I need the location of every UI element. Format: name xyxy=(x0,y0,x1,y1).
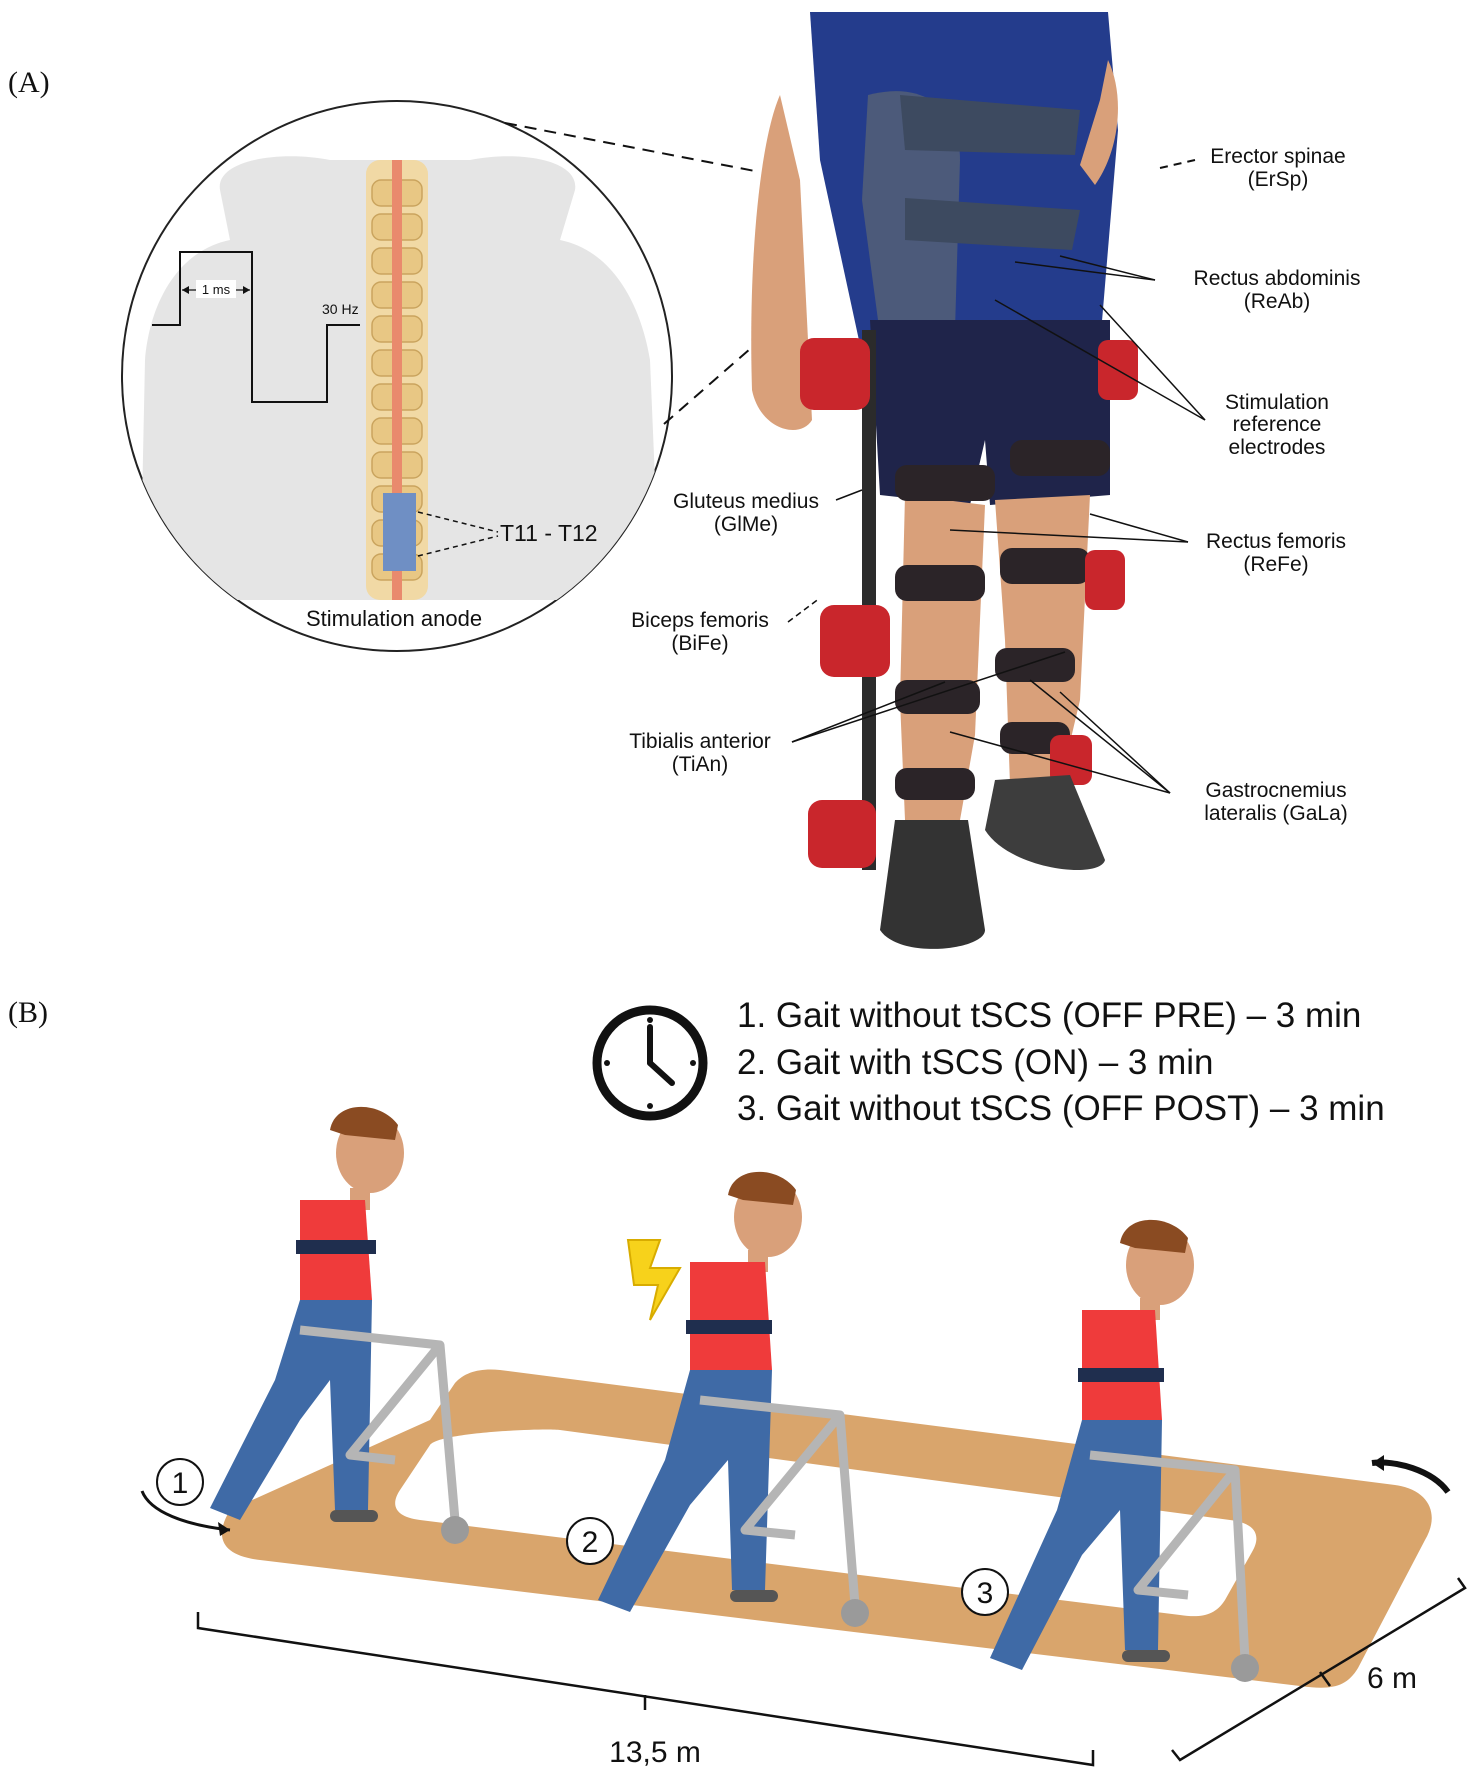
panel-label-a: (A) xyxy=(8,66,50,99)
label-tibialis-anterior: Tibialis anterior xyxy=(629,730,771,753)
walker-person-3 xyxy=(990,1219,1259,1682)
anode-label: Stimulation anode xyxy=(306,606,482,631)
stimulation-anode-pad xyxy=(383,493,416,571)
abbr-tibialis-anterior: (TiAn) xyxy=(672,753,728,776)
protocol-step-3: 3. Gait without tSCS (OFF POST) – 3 min xyxy=(737,1089,1385,1128)
label-biceps-femoris: Biceps femoris xyxy=(631,609,769,632)
protocol-step-1: 1. Gait without tSCS (OFF PRE) – 3 min xyxy=(737,996,1361,1035)
panel-label-b: (B) xyxy=(8,996,48,1029)
label-rectus-femoris: Rectus femoris xyxy=(1206,530,1346,553)
label-gastrocnemius-2: lateralis (GaLa) xyxy=(1204,802,1348,825)
label-stim-reference-3: electrodes xyxy=(1229,436,1326,459)
svg-text:1: 1 xyxy=(172,1467,189,1500)
label-gluteus-medius: Gluteus medius xyxy=(673,490,819,513)
stimulation-inset: 1 ms 30 Hz T11 - T12 Stimulation anode xyxy=(121,100,673,652)
biphasic-pulse-waveform xyxy=(152,251,360,403)
abbr-erector-spinae: (ErSp) xyxy=(1248,168,1309,191)
abbr-biceps-femoris: (BiFe) xyxy=(671,632,728,655)
muscle-labels: Erector spinae (ErSp) Rectus abdominis (… xyxy=(629,145,1360,825)
label-gastrocnemius-1: Gastrocnemius xyxy=(1205,779,1346,802)
marker-3: 3 xyxy=(961,1568,1009,1616)
marker-1: 1 xyxy=(156,1458,204,1506)
walker-person-2 xyxy=(598,1171,869,1627)
marker-2: 2 xyxy=(566,1517,614,1565)
abbr-rectus-abdominis: (ReAb) xyxy=(1244,290,1311,313)
label-stim-reference-1: Stimulation xyxy=(1225,391,1329,414)
protocol-step-2: 2. Gait with tSCS (ON) – 3 min xyxy=(737,1043,1214,1082)
frequency-label: 30 Hz xyxy=(322,301,359,317)
track-length-label: 13,5 m xyxy=(609,1736,701,1769)
abbr-rectus-femoris: (ReFe) xyxy=(1243,553,1308,576)
label-erector-spinae: Erector spinae xyxy=(1210,145,1345,168)
label-rectus-abdominis: Rectus abdominis xyxy=(1194,267,1361,290)
svg-text:3: 3 xyxy=(977,1577,994,1610)
pulse-width-label: 1 ms xyxy=(202,282,231,297)
walker-person-1 xyxy=(210,1106,469,1544)
exoskeleton-person-illustration xyxy=(751,12,1138,949)
vertebrae-label: T11 - T12 xyxy=(500,520,598,546)
svg-text:2: 2 xyxy=(582,1526,599,1559)
abbr-gluteus-medius: (GlMe) xyxy=(714,513,778,536)
dimension-lines xyxy=(196,1577,1467,1767)
stimulation-bolt-icon xyxy=(626,1239,682,1321)
clock-icon xyxy=(592,1005,708,1121)
label-stim-reference-2: reference xyxy=(1233,413,1322,436)
track-width-label: 6 m xyxy=(1367,1662,1417,1695)
